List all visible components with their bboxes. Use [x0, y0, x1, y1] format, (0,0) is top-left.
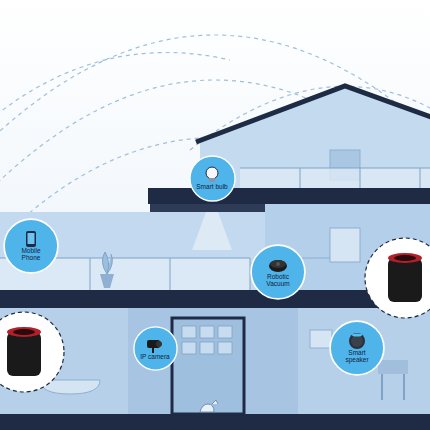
- bulb-badge: Smart bulb: [189, 155, 236, 202]
- device-icon: [269, 256, 287, 274]
- router-right: [365, 238, 430, 318]
- device-label: Smart speaker: [338, 350, 376, 364]
- badge-circle: [133, 326, 178, 371]
- router-left: [0, 312, 64, 392]
- device-label: IP camera: [140, 354, 170, 361]
- device-icon: [146, 336, 164, 354]
- device-icon: [203, 166, 221, 184]
- device-label: Robotic Vacuum: [259, 274, 297, 288]
- phone-badge: Mobile Phone: [3, 218, 59, 274]
- device-icon: [22, 230, 40, 248]
- device-icon: [348, 332, 366, 350]
- device-label: Mobile Phone: [12, 248, 50, 262]
- camera-badge: IP camera: [133, 326, 178, 371]
- speaker-badge: Smart speaker: [329, 320, 385, 376]
- device-label: Smart bulb: [196, 184, 227, 191]
- vacuum-badge: Robotic Vacuum: [250, 244, 306, 300]
